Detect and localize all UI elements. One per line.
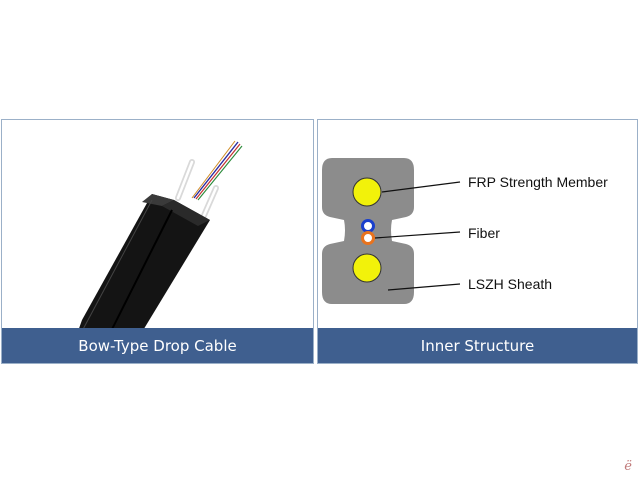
bow-type-cable-illustration bbox=[66, 140, 243, 363]
frp-label: FRP Strength Member bbox=[468, 174, 608, 190]
fiber-label: Fiber bbox=[468, 225, 500, 241]
cable-body bbox=[66, 194, 210, 363]
strength-member-rods bbox=[175, 159, 219, 223]
fiber-leader-line bbox=[374, 231, 461, 239]
fiber-blue bbox=[361, 219, 375, 233]
frp-leader-line bbox=[381, 181, 461, 193]
sheath-label: LSZH Sheath bbox=[468, 276, 552, 292]
inner-structure-panel: FRP Strength Member Fiber LSZH Sheath In… bbox=[317, 119, 638, 364]
watermark-mark: ë bbox=[624, 459, 632, 474]
inner-structure-caption: Inner Structure bbox=[318, 328, 637, 363]
cable-photo-caption: Bow-Type Drop Cable bbox=[2, 328, 313, 363]
fiber-orange bbox=[361, 231, 375, 245]
cross-section-diagram: FRP Strength Member Fiber LSZH Sheath bbox=[322, 158, 608, 304]
frp-strength-member-top bbox=[352, 177, 382, 207]
cable-photo-panel: Bow-Type Drop Cable bbox=[1, 119, 314, 364]
frp-strength-member-bottom bbox=[352, 253, 382, 283]
sheath-leader-line bbox=[387, 283, 461, 291]
fiber-strands bbox=[191, 140, 243, 201]
